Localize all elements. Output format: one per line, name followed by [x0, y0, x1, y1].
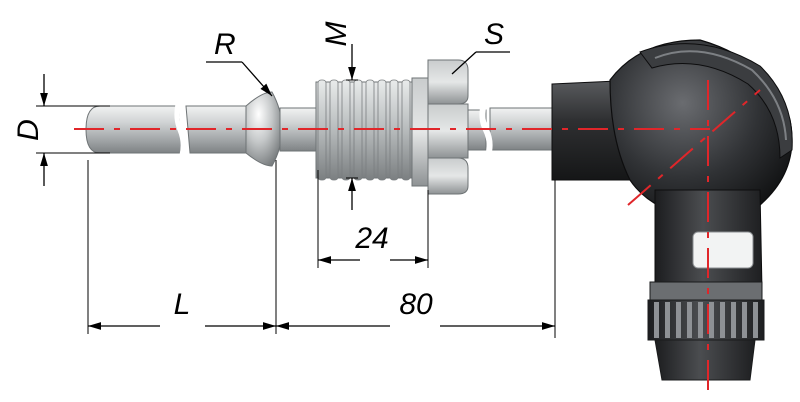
dimension-d: D [12, 74, 110, 186]
gland-rib [720, 302, 725, 338]
gland-rib [665, 302, 670, 338]
label-m: M [320, 22, 353, 47]
gland-rib [687, 302, 692, 338]
thread-ridge [329, 79, 339, 181]
gland-rib [698, 302, 703, 338]
dimension-l: L [87, 160, 277, 334]
dimension-24: 24 [317, 170, 429, 268]
gland-rib [731, 302, 736, 338]
label-d: D [12, 119, 45, 141]
probe-stem [85, 103, 251, 156]
label-80: 80 [399, 288, 433, 321]
dimension-r: R [206, 28, 273, 97]
label-l: L [174, 288, 191, 321]
dimension-s: S [451, 18, 510, 75]
center-axes [74, 80, 761, 395]
hex-nut [411, 59, 487, 195]
gland-rib [753, 302, 758, 338]
gland-rib [654, 302, 659, 338]
label-r: R [214, 28, 236, 61]
label-24: 24 [354, 222, 388, 255]
gland-rib [709, 302, 714, 338]
gland-rib [742, 302, 747, 338]
dimension-80: 80 [276, 180, 556, 338]
gland-rib [676, 302, 681, 338]
dimension-m: M [320, 22, 358, 210]
connection-head [551, 39, 793, 381]
label-s: S [484, 18, 504, 51]
thread-ridge [401, 79, 411, 181]
